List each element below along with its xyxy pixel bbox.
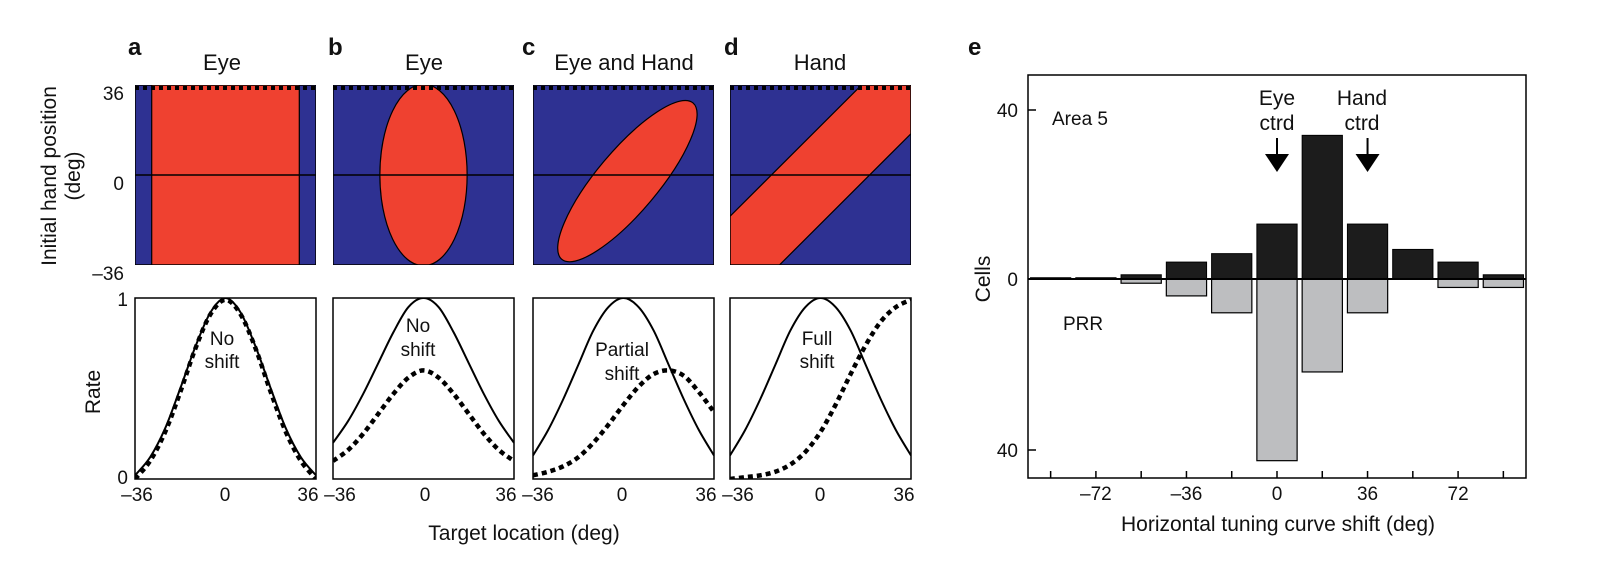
x-tick-a-0: 0 (220, 485, 231, 506)
rate-plot-frame (332, 297, 515, 480)
curve-label-b-line2: shift (401, 340, 437, 361)
x-tick-c-36: 36 (695, 485, 716, 506)
panel-letter-b: b (328, 34, 343, 61)
rate-curve-dotted (730, 298, 911, 479)
curve-label-a-line2: shift (205, 352, 241, 373)
rate-y-label: Rate (82, 370, 105, 414)
rate-plot-clip (533, 298, 714, 478)
x-tick-b-0: 0 (420, 485, 431, 506)
bar-area5 (1165, 261, 1208, 280)
rate-plot-b (332, 297, 515, 480)
heatmap-panel-c (533, 85, 714, 265)
panel-title-b: Eye (405, 50, 443, 75)
bar-area5 (1256, 223, 1298, 280)
panel-title-c: Eye and Hand (554, 50, 693, 75)
bar-area5 (1437, 261, 1479, 280)
rate-y-tick-0: 0 (117, 468, 128, 489)
rate-x-label: Target location (deg) (428, 522, 619, 545)
rate-curve-dotted (135, 298, 316, 479)
panel-letter-e: e (968, 34, 981, 61)
hist-y-tick-label: 0 (1007, 270, 1018, 291)
hist-x-tick-label: 36 (1357, 484, 1378, 505)
hist-y-tick-label: 40 (997, 441, 1018, 462)
curve-label-c-line1: Partial (595, 340, 649, 361)
rate-plot-d (729, 297, 912, 480)
panel-letter-a: a (128, 34, 142, 61)
heatmap-panel-b (333, 85, 514, 265)
hist-series-label-prr: PRR (1063, 314, 1103, 335)
rate-plot-frame (532, 297, 715, 480)
hist-series-label-area5: Area 5 (1052, 109, 1108, 130)
bar-prr (1437, 278, 1479, 289)
rate-plot-clip (333, 298, 514, 463)
curve-label-d-line2: shift (800, 352, 836, 373)
panel-letter-c: c (522, 34, 535, 61)
curve-label-d-line1: Full (802, 329, 833, 350)
heatmap-y-tick-neg36: –36 (92, 264, 124, 285)
hist-x-tick-label: –36 (1171, 484, 1203, 505)
rate-curve-solid (730, 298, 911, 456)
x-tick-a-36: 36 (297, 485, 318, 506)
bar-area5 (1392, 248, 1434, 280)
x-tick-d-0: 0 (815, 485, 826, 506)
bar-area5 (1211, 253, 1253, 280)
bar-prr (1301, 278, 1343, 373)
annotation-eye-ctrd-line1: Eye (1259, 87, 1295, 110)
x-tick-c-0: 0 (617, 485, 628, 506)
heatmap-y-label: Initial hand position (38, 86, 61, 266)
panel-title-d: Hand (794, 50, 847, 75)
hist-x-tick-label: –72 (1080, 484, 1112, 505)
panel-title-a: Eye (203, 50, 241, 75)
bar-area5 (1301, 134, 1343, 280)
rate-curve-dotted (333, 368, 514, 463)
bar-prr (1256, 278, 1298, 462)
x-tick-b-neg36: –36 (324, 485, 356, 506)
annotation-eye-ctrd-line2: ctrd (1259, 112, 1294, 135)
heatmap-panel-d (730, 85, 911, 265)
bar-prr (1165, 278, 1208, 297)
heatmap-y-tick-36: 36 (103, 84, 124, 105)
histogram-panel-e: 40 0 40 –72 –36 0 36 72 (997, 74, 1527, 505)
hist-x-tick-label: 0 (1272, 484, 1283, 505)
rate-y-tick-1: 1 (117, 290, 128, 311)
hist-y-tick-label: 40 (997, 101, 1018, 122)
x-tick-b-36: 36 (495, 485, 516, 506)
x-tick-d-36: 36 (893, 485, 914, 506)
rate-plot-c (532, 297, 715, 480)
hist-x-tick-label: 72 (1448, 484, 1469, 505)
rate-plot-a (134, 297, 317, 480)
bar-prr (1482, 278, 1525, 289)
rate-plot-clip (135, 298, 316, 479)
x-tick-d-neg36: –36 (722, 485, 754, 506)
heatmap-y-label-unit: (deg) (62, 151, 85, 200)
annotation-arrow-head (1355, 154, 1380, 172)
heatmap-panel-a (135, 85, 316, 265)
x-tick-c-neg36: –36 (522, 485, 554, 506)
annotation-arrow-head (1265, 154, 1289, 172)
rate-curve-dotted (533, 368, 714, 478)
bar-prr (1346, 278, 1389, 314)
hist-y-label: Cells (972, 256, 995, 303)
heatmap-y-tick-0: 0 (113, 174, 124, 195)
annotation-hand-ctrd-line1: Hand (1337, 87, 1387, 110)
rate-curve-solid (533, 298, 714, 456)
rate-plot-frame (134, 297, 317, 480)
rate-plot-frame (729, 297, 912, 480)
bar-prr (1211, 278, 1253, 314)
bar-area5 (1346, 223, 1389, 280)
curve-label-a-line1: No (210, 329, 234, 350)
x-tick-a-neg36: –36 (121, 485, 153, 506)
rate-curve-solid (333, 298, 514, 444)
curve-label-c-line2: shift (605, 364, 641, 385)
contour-level (557, 99, 698, 263)
rate-curve-solid (135, 298, 316, 477)
curve-label-b-line1: No (406, 316, 430, 337)
hist-x-label: Horizontal tuning curve shift (deg) (1121, 513, 1435, 536)
rate-plot-clip (730, 298, 911, 479)
annotation-hand-ctrd-line2: ctrd (1344, 112, 1379, 135)
panel-letter-d: d (724, 34, 739, 61)
